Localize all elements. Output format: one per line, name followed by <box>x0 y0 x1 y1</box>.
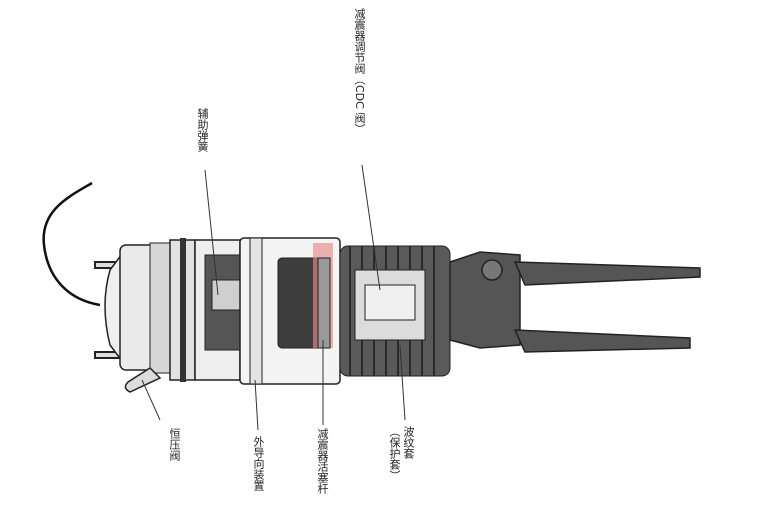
label-cdc-valve: 减震器调节阀（CDC 阀） <box>353 8 366 135</box>
leader-lines <box>141 164 406 431</box>
label-bellows-sub: （保护套） <box>388 426 401 481</box>
lower-bracket <box>449 251 521 349</box>
sensor-cable <box>42 181 101 307</box>
fork-lower-arm <box>513 329 691 353</box>
fork-upper-arm <box>513 261 701 286</box>
label-outer-guide: 外导向装置 <box>252 436 265 491</box>
label-pressure-valve: 恒压阀 <box>168 428 181 461</box>
label-piston-rod: 减震器活塞杆 <box>316 428 329 494</box>
bracket-bolt <box>481 259 503 281</box>
label-bellows: 波纹套 <box>402 426 415 459</box>
label-aux-spring: 辅助弹簧 <box>196 108 209 152</box>
piston-rod <box>317 257 331 349</box>
pressure-valve-nozzle <box>124 367 162 393</box>
